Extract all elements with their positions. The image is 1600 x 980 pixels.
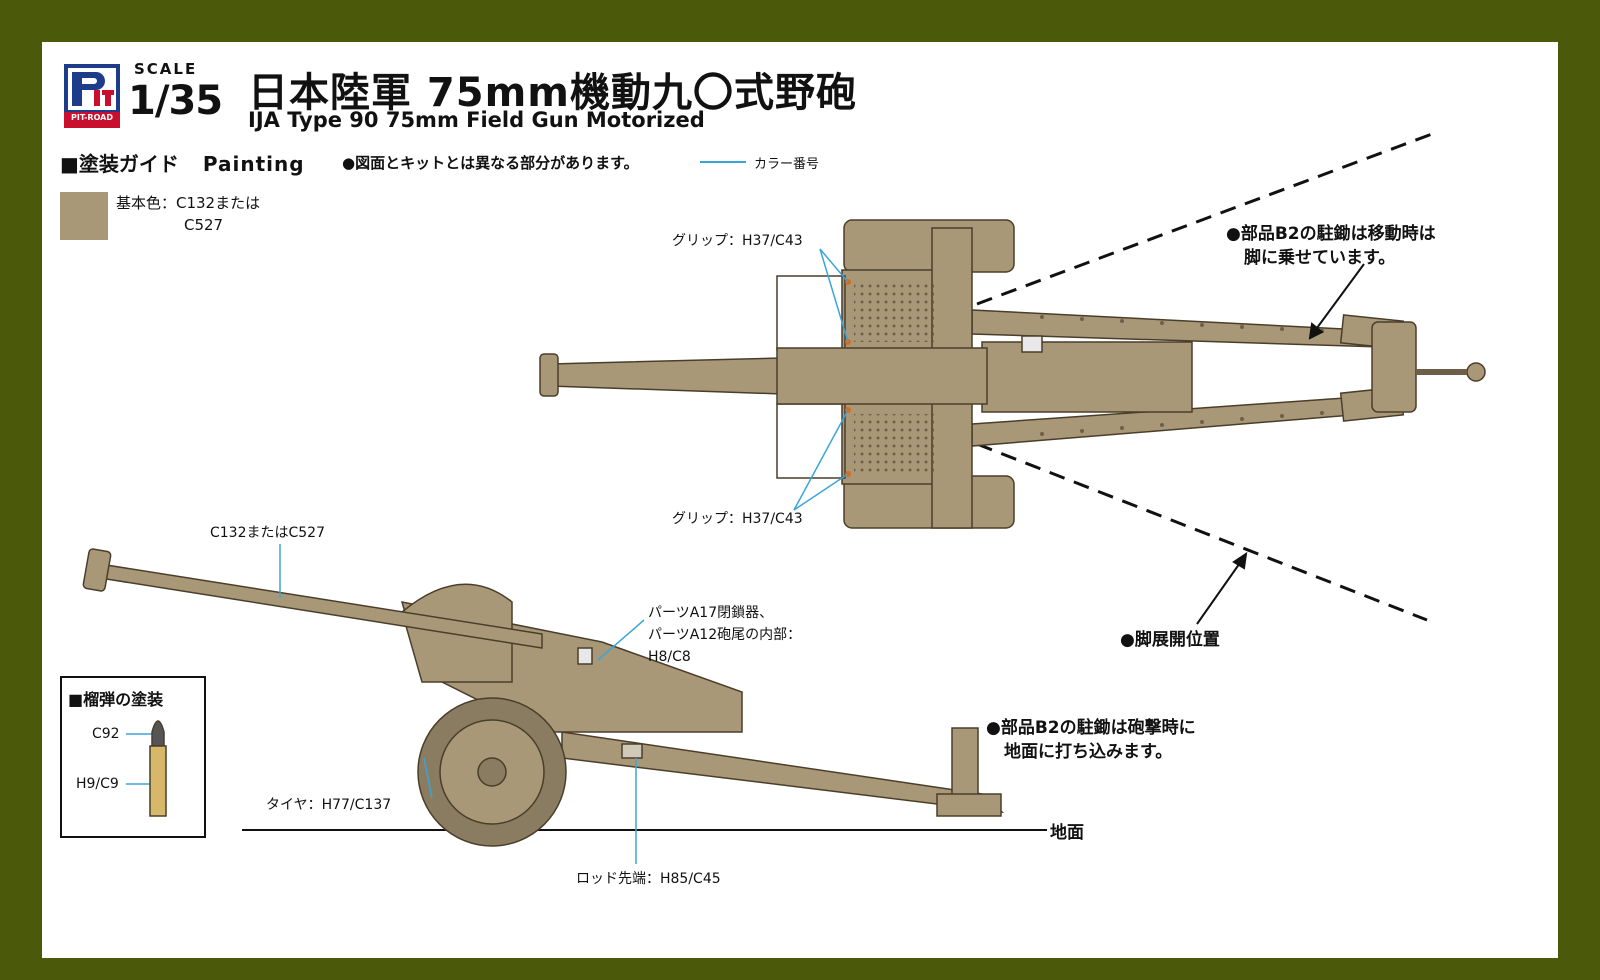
towing-eye (1466, 362, 1486, 382)
painting-guide-heading: ■塗装ガイド Painting (60, 148, 305, 177)
note-b2-firing: ●部品B2の駐鋤は砲撃時に 地面に打ち込みます。 (986, 716, 1196, 764)
callout-parts-line2: パーツA12砲尾の内部： (648, 627, 802, 643)
trail-end (1371, 321, 1417, 413)
shell-drawing (149, 720, 167, 817)
grip-frame-top (776, 275, 846, 351)
callout-parts: パーツA17閉鎖器、 パーツA12砲尾の内部： H8/C8 (648, 602, 801, 668)
instruction-sheet: PIT-ROAD SCALE 1/35 日本陸軍 75mm機動九〇式野砲 IJA… (42, 42, 1558, 958)
painting-guide-heading-en: Painting (202, 152, 305, 176)
carriage-body (981, 341, 1193, 413)
muzzle-brake-top (539, 353, 559, 397)
leaders-side (126, 544, 645, 864)
side-view-gun (82, 548, 1047, 847)
leg-open-line-lower (976, 442, 1428, 622)
side-wheel-center (477, 757, 507, 787)
shell-body-label: H9/C9 (76, 776, 119, 792)
muzzle-brake-side (82, 548, 112, 592)
color-code-legend-label: カラー番号 (754, 157, 820, 172)
gun-drawings (82, 132, 1486, 864)
painting-guide-heading-jp: ■塗装ガイド (60, 152, 179, 176)
leg-open-line-upper (976, 132, 1433, 306)
side-breech (577, 647, 593, 665)
top-view-gun (539, 132, 1486, 622)
note-b2-transport-line2: 脚に乗せています。 (1244, 248, 1396, 268)
base-color-swatch (60, 192, 108, 240)
barrel-top (549, 357, 783, 395)
ground-label: 地面 (1050, 823, 1084, 843)
leaders-top (793, 248, 849, 511)
brand-text: PIT-ROAD (70, 113, 114, 122)
pit-road-logo-mark (64, 64, 120, 128)
base-color-text: 基本色：C132または C527 (116, 192, 260, 236)
note-b2-transport: ●部品B2の駐鋤は移動時は 脚に乗せています。 (1226, 222, 1436, 270)
arrows (1196, 263, 1365, 625)
title-japanese: 日本陸軍 75mm機動九〇式野砲 (248, 70, 857, 116)
callout-rod-tip: ロッド先端：H85/C45 (576, 871, 721, 887)
callout-parts-line1: パーツA17閉鎖器、 (648, 605, 774, 621)
callout-barrel-color: C132またはC527 (210, 525, 325, 541)
breech-block (1021, 335, 1043, 353)
rod-tip (621, 743, 643, 759)
pit-road-logo: PIT-ROAD (64, 64, 120, 128)
title-english: IJA Type 90 75mm Field Gun Motorized (248, 108, 705, 132)
shell-painting-title: ■榴弾の塗装 (68, 690, 164, 709)
callout-parts-line3: H8/C8 (648, 649, 691, 665)
base-color-line2: C527 (184, 216, 224, 234)
note-b2-firing-line1: ●部品B2の駐鋤は砲撃時に (986, 718, 1196, 738)
note-leg-open: ●脚展開位置 (1120, 630, 1220, 650)
scale-label: SCALE (134, 60, 198, 78)
shell-painting-box: ■榴弾の塗装 C92 H9/C9 (60, 676, 206, 838)
base-color-line1: 基本色：C132または (116, 194, 261, 212)
shield-dots (854, 280, 934, 476)
shell-tip-label: C92 (92, 726, 120, 742)
note-b2-firing-line2: 地面に打ち込みます。 (1004, 742, 1173, 762)
grip-frame-bottom (776, 403, 846, 479)
callout-tire: タイヤ：H77/C137 (266, 797, 392, 813)
note-b2-transport-line1: ●部品B2の駐鋤は移動時は (1226, 224, 1436, 244)
wheel-top (843, 219, 1015, 273)
shell-casing (149, 745, 167, 817)
recoil-cylinder-top (776, 347, 988, 405)
side-trail-end (936, 793, 1002, 817)
color-code-legend-line (700, 161, 746, 163)
shell-tip (151, 720, 165, 747)
scale-value: 1/35 (128, 78, 223, 124)
difference-note: ●図面とキットとは異なる部分があります。 (342, 154, 639, 172)
callout-grip-top: グリップ：H37/C43 (672, 233, 803, 249)
callout-grip-bottom: グリップ：H37/C43 (672, 511, 803, 527)
